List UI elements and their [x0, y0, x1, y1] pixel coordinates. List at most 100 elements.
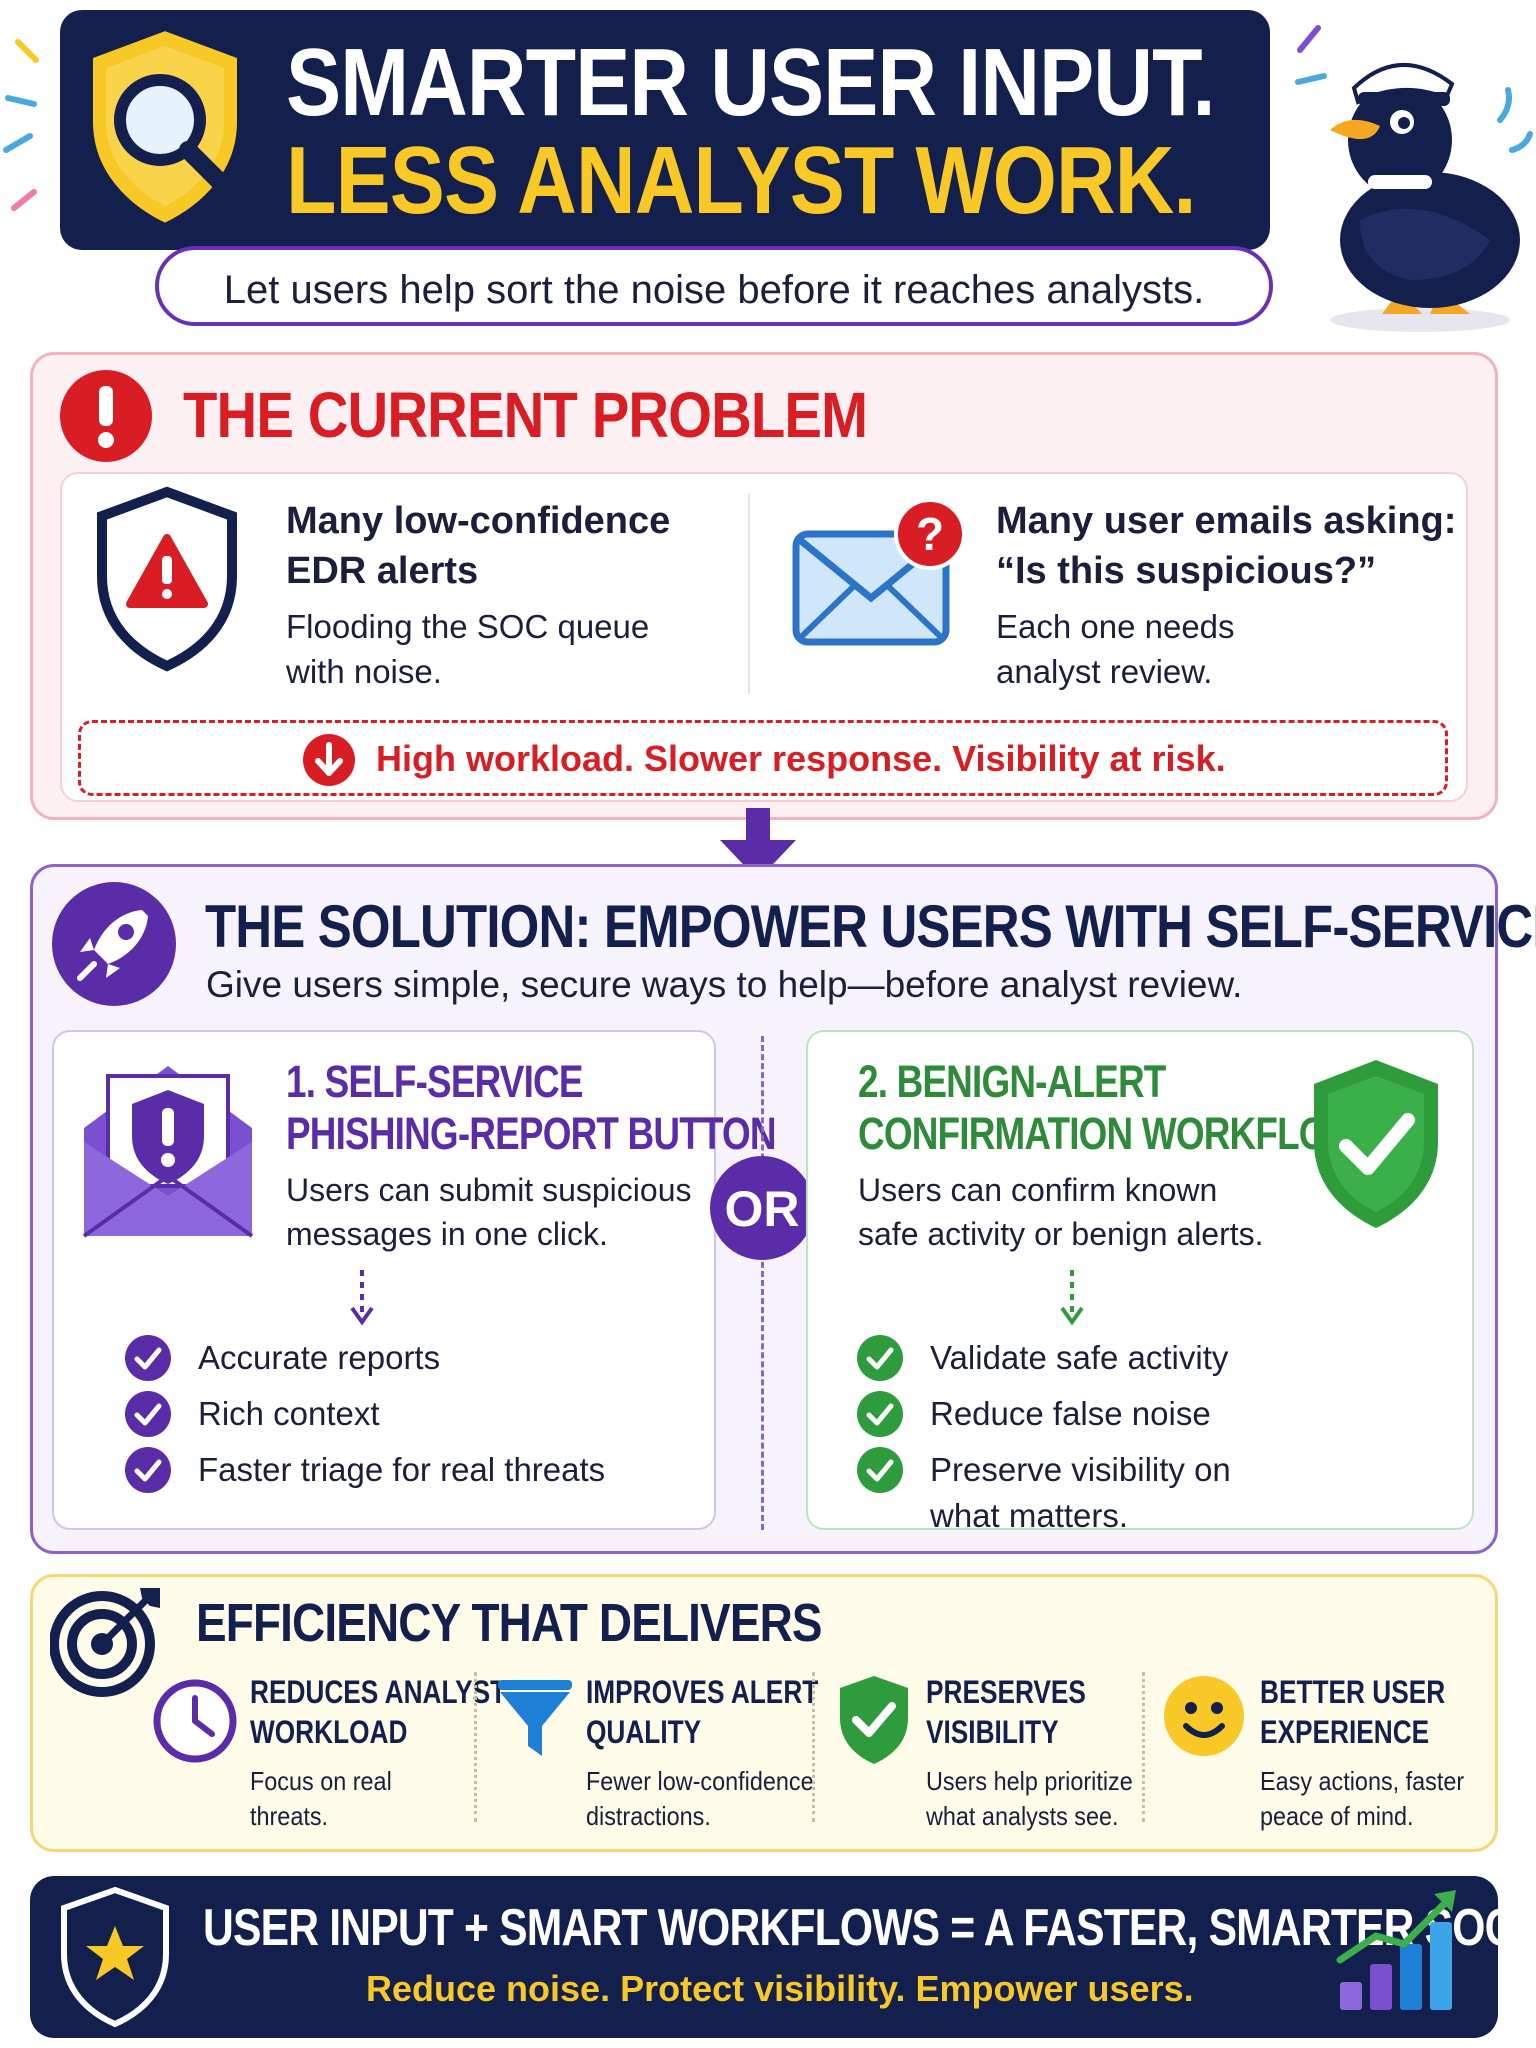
problem-item-2-title-line1: Many user emails asking:: [996, 500, 1457, 542]
or-badge: [710, 1156, 814, 1260]
efficiency-divider: [1142, 1672, 1145, 1822]
efficiency-item-title: PRESERVES: [926, 1674, 1086, 1710]
hero-banner: [60, 10, 1270, 250]
problem-item-2-body-line1: Each one needs: [996, 608, 1235, 645]
solution-subtitle: Give users simple, secure ways to help—b…: [206, 964, 1243, 1005]
footer-banner: [30, 1876, 1498, 2038]
arrow-down-circle-icon: [303, 734, 355, 786]
or-label: OR: [724, 1181, 800, 1237]
check-circle-icon: [857, 1335, 903, 1381]
subtitle-pill: Let users help sort the noise before it …: [155, 246, 1273, 326]
problem-item-1-body-line2: with noise.: [286, 653, 442, 690]
target-icon: [50, 1588, 160, 1697]
shield-magnifier-icon: [87, 24, 243, 230]
shield-star-icon: [61, 1886, 169, 2028]
efficiency-divider: [474, 1672, 477, 1822]
list-item: Preserve visibility on: [856, 1442, 1231, 1498]
alert-exclamation-icon: [60, 370, 152, 462]
phishing-benefit-list: Accurate reports Rich context Faster tri…: [124, 1330, 605, 1498]
duck-mascot-icon: [1295, 25, 1533, 332]
benefit-label: Accurate reports: [198, 1339, 441, 1376]
dotted-arrow-down-icon: [350, 1270, 374, 1326]
footer-headline: USER INPUT + SMART WORKFLOWS = A FASTER,…: [203, 1899, 1515, 1957]
hero-title-line2: LESS ANALYST WORK.: [286, 127, 1196, 234]
benign-benefit-list: Validate safe activity Reduce false nois…: [856, 1330, 1231, 1534]
solution-title: THE SOLUTION: EMPOWER USERS WITH SELF-SE…: [205, 893, 1536, 960]
efficiency-item-experience: BETTER USER EXPERIENCE Easy actions, fas…: [1260, 1672, 1487, 1834]
efficiency-section: [30, 1574, 1498, 1852]
shield-check-icon: [840, 1676, 908, 1764]
list-item: Reduce false noise: [856, 1386, 1231, 1442]
efficiency-item-body: Users help prioritize: [926, 1766, 1133, 1796]
problem-item-2-title-line2: “Is this suspicious?”: [996, 550, 1377, 592]
dotted-arrow-down-icon: [1060, 1270, 1084, 1326]
envelope-shield-icon: [82, 1066, 254, 1238]
email-question-icon: ?: [792, 498, 966, 646]
shield-check-icon: [1314, 1060, 1438, 1228]
question-mark-glyph: ?: [916, 508, 944, 560]
efficiency-item-body: Easy actions, faster: [1260, 1766, 1465, 1796]
efficiency-item-body: peace of mind.: [1260, 1801, 1414, 1831]
efficiency-item-body: Fewer low-confidence: [586, 1766, 814, 1796]
growth-chart-icon: [1336, 1890, 1456, 2010]
problem-cards: [60, 472, 1468, 802]
clock-icon: [153, 1679, 237, 1763]
efficiency-item-title: VISIBILITY: [926, 1714, 1059, 1750]
benign-card-title-line2: CONFIRMATION WORKFLOW: [858, 1108, 1362, 1159]
efficiency-item-body: distractions.: [586, 1801, 711, 1831]
efficiency-item-title: WORKLOAD: [250, 1714, 408, 1750]
shield-warning-icon: [97, 486, 237, 672]
efficiency-item-title: REDUCES ANALYST: [250, 1674, 507, 1710]
subtitle-text: Let users help sort the noise before it …: [223, 268, 1205, 312]
benefit-label: what matters.: [930, 1497, 1129, 1534]
efficiency-divider: [812, 1672, 815, 1822]
benign-card-title-line1: 2. BENIGN-ALERT: [858, 1056, 1166, 1107]
risk-banner: [78, 720, 1448, 796]
benefit-label: Rich context: [198, 1395, 380, 1432]
efficiency-title: EFFICIENCY THAT DELIVERS: [196, 1593, 823, 1653]
problem-item-2-text: Many user emails asking: “Is this suspic…: [996, 496, 1456, 694]
rocket-icon: [52, 882, 176, 1006]
benefit-label: Preserve visibility on: [930, 1451, 1231, 1488]
benefit-label: Faster triage for real threats: [198, 1451, 606, 1488]
benefit-label: Validate safe activity: [930, 1339, 1229, 1376]
or-divider-line: [761, 1036, 764, 1530]
efficiency-item-quality: IMPROVES ALERT QUALITY Fewer low-confide…: [586, 1672, 869, 1834]
benefit-label: Reduce false noise: [930, 1395, 1211, 1432]
check-circle-icon: [125, 1391, 171, 1437]
problem-item-1-body-line1: Flooding the SOC queue: [286, 608, 650, 645]
efficiency-item-title: QUALITY: [586, 1714, 702, 1750]
list-item-continuation: what matters.: [856, 1497, 1231, 1534]
efficiency-item-body: Focus on real: [250, 1766, 392, 1796]
list-item: Validate safe activity: [856, 1330, 1231, 1386]
phishing-card-title-line2: PHISHING-REPORT BUTTON: [286, 1108, 777, 1159]
list-item: Accurate reports: [124, 1330, 605, 1386]
benign-card-heading: 2. BENIGN-ALERT CONFIRMATION WORKFLOW Us…: [858, 1056, 1471, 1256]
efficiency-item-body: threats.: [250, 1801, 329, 1831]
efficiency-item-title: BETTER USER: [1260, 1674, 1446, 1710]
sparkle-decoration-left: [3, 39, 39, 211]
efficiency-item-title: EXPERIENCE: [1260, 1714, 1430, 1750]
check-circle-icon: [125, 1447, 171, 1493]
problem-item-1-title-line2: EDR alerts: [286, 550, 479, 592]
benign-card-body-line1: Users can confirm known: [858, 1172, 1218, 1208]
list-item: Rich context: [124, 1386, 605, 1442]
phishing-card-body-line1: Users can submit suspicious: [286, 1172, 692, 1208]
check-circle-icon: [125, 1335, 171, 1381]
problem-item-1-text: Many low-confidence EDR alerts Flooding …: [286, 496, 670, 694]
arrow-down-icon: [720, 808, 796, 880]
efficiency-item-body: what analysts see.: [926, 1801, 1119, 1831]
benign-card-body-line2: safe activity or benign alerts.: [858, 1216, 1264, 1252]
problem-title: THE CURRENT PROBLEM: [183, 379, 868, 451]
efficiency-item-title: IMPROVES ALERT: [586, 1674, 819, 1710]
hero-title-line1: SMARTER USER INPUT.: [286, 29, 1215, 136]
problem-item-2-body-line2: analyst review.: [996, 653, 1213, 690]
check-circle-icon: [857, 1391, 903, 1437]
list-item: Faster triage for real threats: [124, 1442, 605, 1498]
problem-divider: [748, 494, 750, 694]
efficiency-item-workload: REDUCES ANALYST WORKLOAD Focus on real t…: [250, 1672, 562, 1834]
phishing-card-heading: 1. SELF-SERVICE PHISHING-REPORT BUTTON U…: [286, 1056, 883, 1256]
check-circle-icon: [857, 1447, 903, 1493]
funnel-icon: [498, 1680, 572, 1756]
smiley-face-icon: [1164, 1676, 1244, 1756]
